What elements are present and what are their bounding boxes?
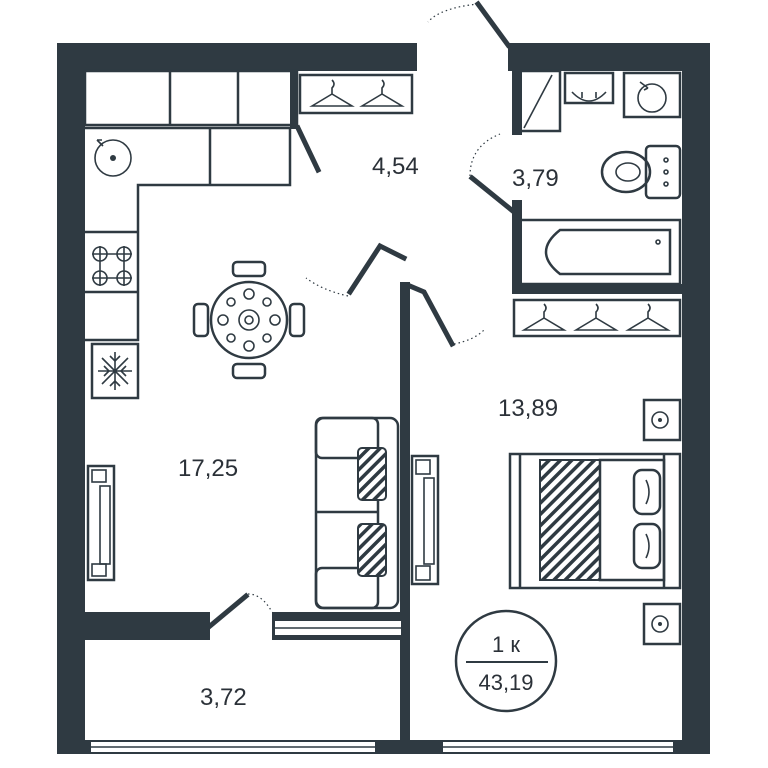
bedroom-door bbox=[406, 282, 456, 348]
nightstand-icon bbox=[642, 398, 682, 646]
fridge-icon bbox=[90, 342, 140, 400]
summary-badge: 1 к 43,19 bbox=[454, 609, 558, 713]
kitchen-door bbox=[346, 242, 408, 296]
interior-walls bbox=[85, 43, 682, 752]
bedroom-tv-stand-icon bbox=[410, 454, 440, 586]
entrance-door bbox=[474, 0, 512, 49]
room-count-label: 1 к bbox=[492, 632, 520, 657]
doors bbox=[206, 0, 518, 630]
bathroom-fixtures bbox=[518, 69, 682, 133]
balcony-door bbox=[206, 592, 250, 630]
sink-icon bbox=[94, 139, 132, 177]
tv-stand-icon bbox=[86, 464, 116, 582]
hall-door bbox=[294, 124, 322, 174]
bathroom-door bbox=[468, 174, 518, 216]
wardrobe-icon bbox=[512, 298, 682, 338]
toilet-icon bbox=[600, 144, 682, 200]
stove-icon bbox=[92, 246, 132, 286]
windows bbox=[89, 619, 675, 754]
exterior-walls bbox=[57, 43, 710, 754]
bathtub-icon bbox=[518, 218, 682, 286]
hallway-cabinets bbox=[83, 69, 414, 127]
kitchen-living-area-label: 17,25 bbox=[178, 455, 238, 482]
hallway-area-label: 4,54 bbox=[372, 153, 419, 180]
sofa-icon bbox=[314, 416, 400, 610]
bed-icon bbox=[508, 452, 682, 590]
bathroom-area-label: 3,79 bbox=[512, 165, 559, 192]
dining-table-icon bbox=[192, 260, 306, 380]
coat-hanger-icon bbox=[309, 79, 405, 107]
balcony-area-label: 3,72 bbox=[200, 684, 247, 711]
total-area-label: 43,19 bbox=[478, 670, 533, 695]
bedroom-area-label: 13,89 bbox=[498, 395, 558, 422]
kitchen-counter bbox=[85, 126, 292, 342]
